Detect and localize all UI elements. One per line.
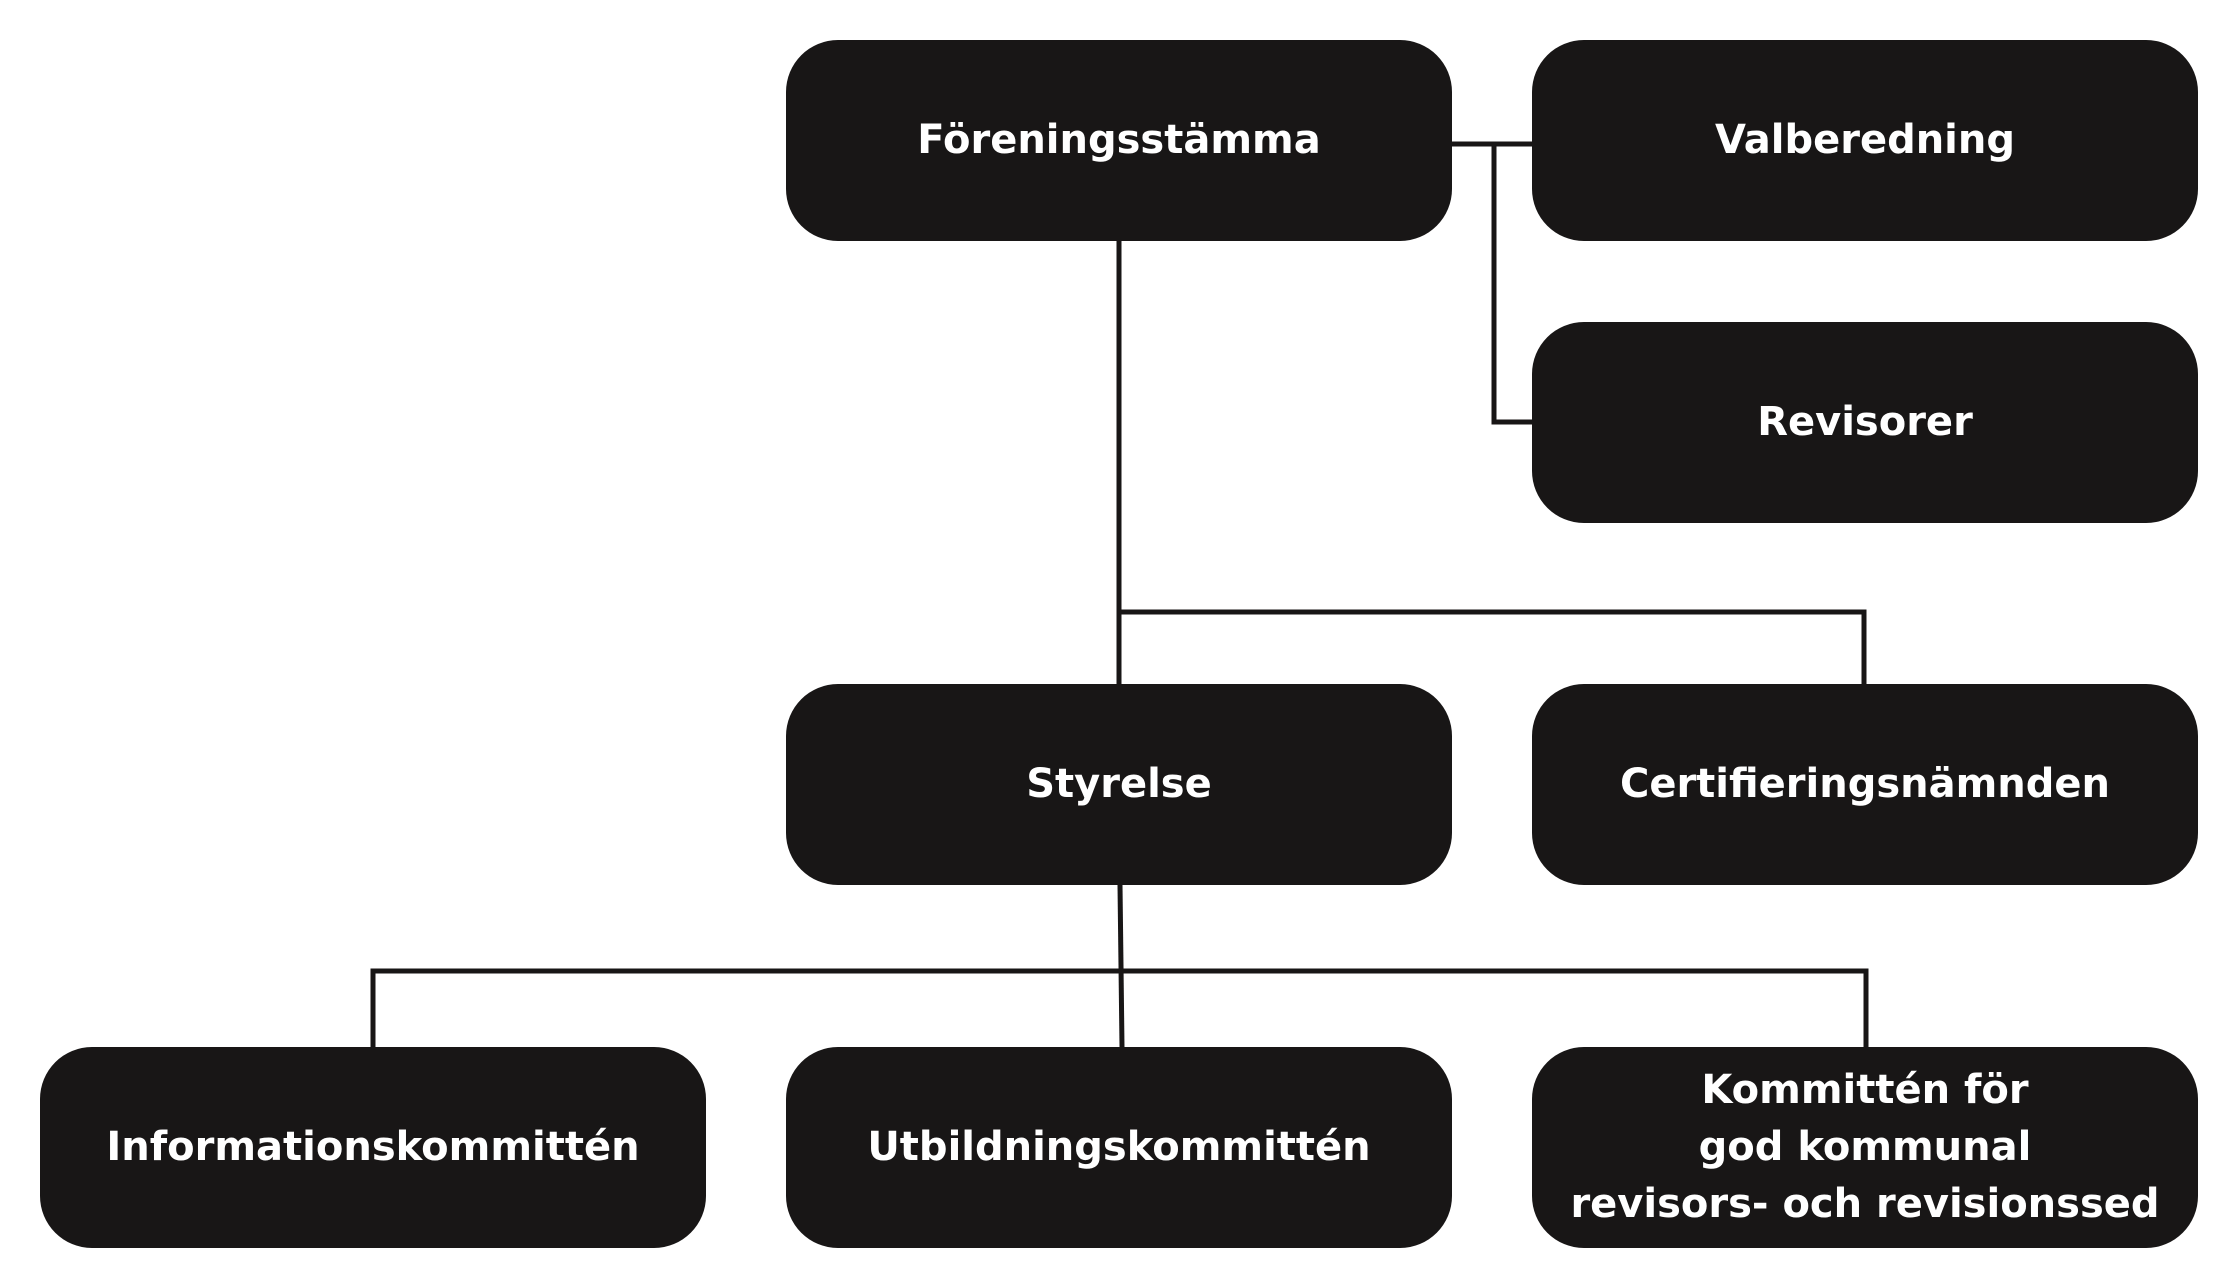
node-label: Certifieringsnämnden (1619, 761, 2111, 807)
node-label: Informationskommittén (106, 1124, 640, 1170)
node-label: Revisorer (1757, 399, 1973, 445)
node-label-line-3: revisors- och revisionssed (1570, 1181, 2160, 1227)
connector-styrelse-down (1117, 882, 1125, 1050)
node-informationskommitten: Informationskommittén (40, 1047, 706, 1248)
node-label: Styrelse (1026, 761, 1212, 807)
node-label-line-1: Kommittén för (1701, 1067, 2029, 1113)
node-certifieringsnamnden: Certifieringsnämnden (1532, 684, 2198, 885)
node-label: Valberedning (1714, 117, 2016, 163)
node-utbildningskommitten: Utbildningskommittén (786, 1047, 1452, 1248)
node-valberedning: Valberedning (1532, 40, 2198, 241)
node-label: Föreningsstämma (917, 117, 1321, 163)
node-label-line-2: god kommunal (1698, 1124, 2032, 1170)
node-foreningsstamma: Föreningsstämma (786, 40, 1452, 241)
node-kommitten-god-sed: Kommittén för god kommunal revisors- och… (1532, 1047, 2198, 1248)
node-label: Utbildningskommittén (867, 1124, 1371, 1170)
node-styrelse: Styrelse (786, 684, 1452, 885)
node-revisorer: Revisorer (1532, 322, 2198, 523)
